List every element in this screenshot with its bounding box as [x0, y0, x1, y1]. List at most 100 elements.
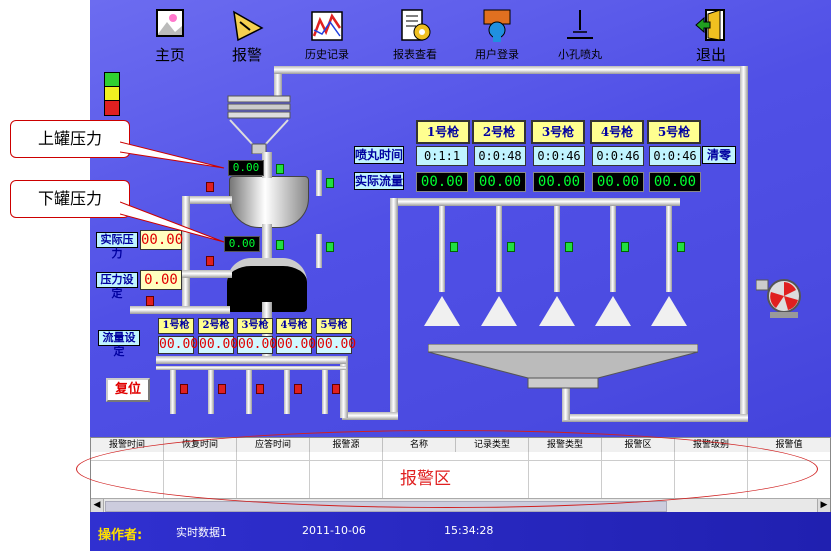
dist-valve-2-indicator: [218, 384, 226, 394]
gun-4-spray-time: 0:0:46: [592, 146, 644, 166]
return-pipe-bottom: [562, 414, 748, 422]
gun-3-drop-pipe: [554, 206, 560, 292]
gun-3-actual-flow: 00.00: [533, 172, 585, 192]
actual-pressure-value: 00.00: [140, 230, 184, 250]
nav-small-hole-label: 小孔喷丸: [558, 48, 602, 61]
gun-5-valve-led: [677, 242, 685, 252]
gun-5-drop-pipe: [666, 206, 672, 292]
nav-home-button[interactable]: 主页: [135, 4, 205, 64]
manifold-to-gun-pipe: [340, 356, 348, 418]
gun-1-valve-led: [450, 242, 458, 252]
history-chart-icon: [311, 11, 343, 41]
gun-4-drop-pipe: [610, 206, 616, 292]
upper-vent-valve-led: [326, 178, 334, 188]
gun-2-spray-time: 0:0:48: [474, 146, 526, 166]
nav-login-button[interactable]: 用户登录: [462, 4, 532, 61]
scroll-left-arrow-icon[interactable]: ◀: [91, 499, 104, 512]
nav-report-button[interactable]: 报表查看: [380, 4, 450, 61]
lower-callout-pointer: [120, 201, 225, 243]
gun-3-valve-led: [565, 242, 573, 252]
gun-1-actual-flow: 00.00: [416, 172, 468, 192]
upper-air-valve-indicator: [206, 182, 214, 192]
actual-pressure-label: 实际压力: [96, 232, 138, 260]
reset-button[interactable]: 复位: [106, 378, 150, 402]
flow-set-label: 流量设定: [98, 330, 140, 358]
gun-2-spray-cone: [481, 296, 517, 326]
status-bar: 操作者: 实时数据1 2011-10-06 15:34:28: [90, 512, 831, 551]
upper-vent-pipe: [316, 170, 322, 196]
nav-small-hole-button[interactable]: 小孔喷丸: [545, 4, 615, 61]
flow-set-gun-2-input[interactable]: 00.00: [198, 336, 239, 354]
nav-exit-label: 退出: [695, 46, 726, 64]
lower-air-pipe: [182, 270, 232, 278]
upper-pressure-tank: [229, 176, 309, 228]
nav-alarm-label: 报警: [231, 46, 262, 64]
alarm-area-label: 报警区: [400, 469, 451, 489]
flow-set-gun-3-label: 3号枪: [237, 318, 273, 334]
operator-label: 操作者:: [98, 528, 143, 543]
pressure-set-label: 压力设定: [96, 272, 138, 300]
lower-tank-status-led: [276, 240, 284, 250]
lower-tank-callout: 下罐压力: [10, 180, 130, 218]
gun-4-valve-led: [621, 242, 629, 252]
air-supply-main-pipe: [130, 306, 230, 314]
gun-1-drop-pipe: [439, 206, 445, 292]
upper-callout-pointer: [120, 141, 225, 169]
gun-3-spray-time: 0:0:46: [533, 146, 585, 166]
col-alarm-value[interactable]: 报警值: [775, 440, 803, 450]
lower-tank-pressure-lcd: 0.00: [224, 236, 260, 252]
realtime-data-label: 实时数据1: [176, 526, 227, 539]
gun-2-label: 2号枪: [472, 120, 526, 144]
distribution-manifold: [156, 356, 346, 364]
dist-pipe-5: [322, 370, 328, 414]
dist-valve-1-indicator: [180, 384, 188, 394]
flow-set-gun-4-input[interactable]: 00.00: [276, 336, 317, 354]
nav-report-label: 报表查看: [393, 48, 437, 61]
upper-hopper-sieve: [227, 95, 291, 154]
nav-history-label: 历史记录: [305, 48, 349, 61]
gun-4-actual-flow: 00.00: [592, 172, 644, 192]
main-air-valve-indicator: [146, 296, 154, 306]
small-hole-spray-icon: [567, 10, 593, 39]
upper-tank-status-led: [276, 164, 284, 174]
nav-alarm-button[interactable]: 报警: [212, 4, 282, 64]
dist-pipe-3: [246, 370, 252, 414]
nav-history-button[interactable]: 历史记录: [292, 4, 362, 61]
dist-valve-4-indicator: [294, 384, 302, 394]
gun-2-valve-led: [507, 242, 515, 252]
gun-5-label: 5号枪: [647, 120, 701, 144]
gun-5-actual-flow: 00.00: [649, 172, 701, 192]
fan-motor-icon: [756, 279, 801, 318]
flow-set-gun-5-label: 5号枪: [316, 318, 352, 334]
gun-3-label: 3号枪: [531, 120, 585, 144]
dist-pipe-1: [170, 370, 176, 414]
nav-login-label: 用户登录: [475, 48, 519, 61]
gun-1-spray-cone: [424, 296, 460, 326]
scroll-right-arrow-icon[interactable]: ▶: [817, 499, 830, 512]
return-pipe-vertical-left: [274, 68, 282, 102]
upper-tank-pressure-lcd: 0.00: [228, 160, 264, 176]
lower-air-valve-indicator: [206, 256, 214, 266]
actual-flow-label: 实际流量: [354, 172, 404, 190]
gun-2-drop-pipe: [496, 206, 502, 292]
return-pipe-top: [274, 66, 748, 74]
flow-set-gun-3-input[interactable]: 00.00: [237, 336, 278, 354]
user-login-icon: [483, 9, 511, 42]
collection-hopper: [428, 344, 698, 389]
flow-set-gun-1-input[interactable]: 00.00: [158, 336, 199, 354]
upper-tank-inlet-pipe: [262, 152, 272, 178]
gun-2-actual-flow: 00.00: [474, 172, 526, 192]
pressure-set-input[interactable]: 0.00: [140, 270, 182, 290]
nav-exit-button[interactable]: 退出: [676, 4, 746, 64]
gun-supply-bottom-pipe: [342, 412, 398, 420]
alarm-area-ellipse: [76, 430, 818, 508]
exit-door-icon: [695, 9, 725, 41]
flow-set-gun-5-input[interactable]: 00.00: [316, 336, 357, 354]
air-supply-vertical-pipe: [182, 196, 190, 306]
gun-4-label: 4号枪: [590, 120, 644, 144]
gun-manifold-pipe: [390, 198, 680, 206]
clear-button[interactable]: 清零: [702, 146, 736, 164]
gun-supply-riser: [390, 198, 398, 420]
gun-5-spray-time: 0:0:46: [649, 146, 701, 166]
flow-set-gun-4-label: 4号枪: [276, 318, 312, 334]
